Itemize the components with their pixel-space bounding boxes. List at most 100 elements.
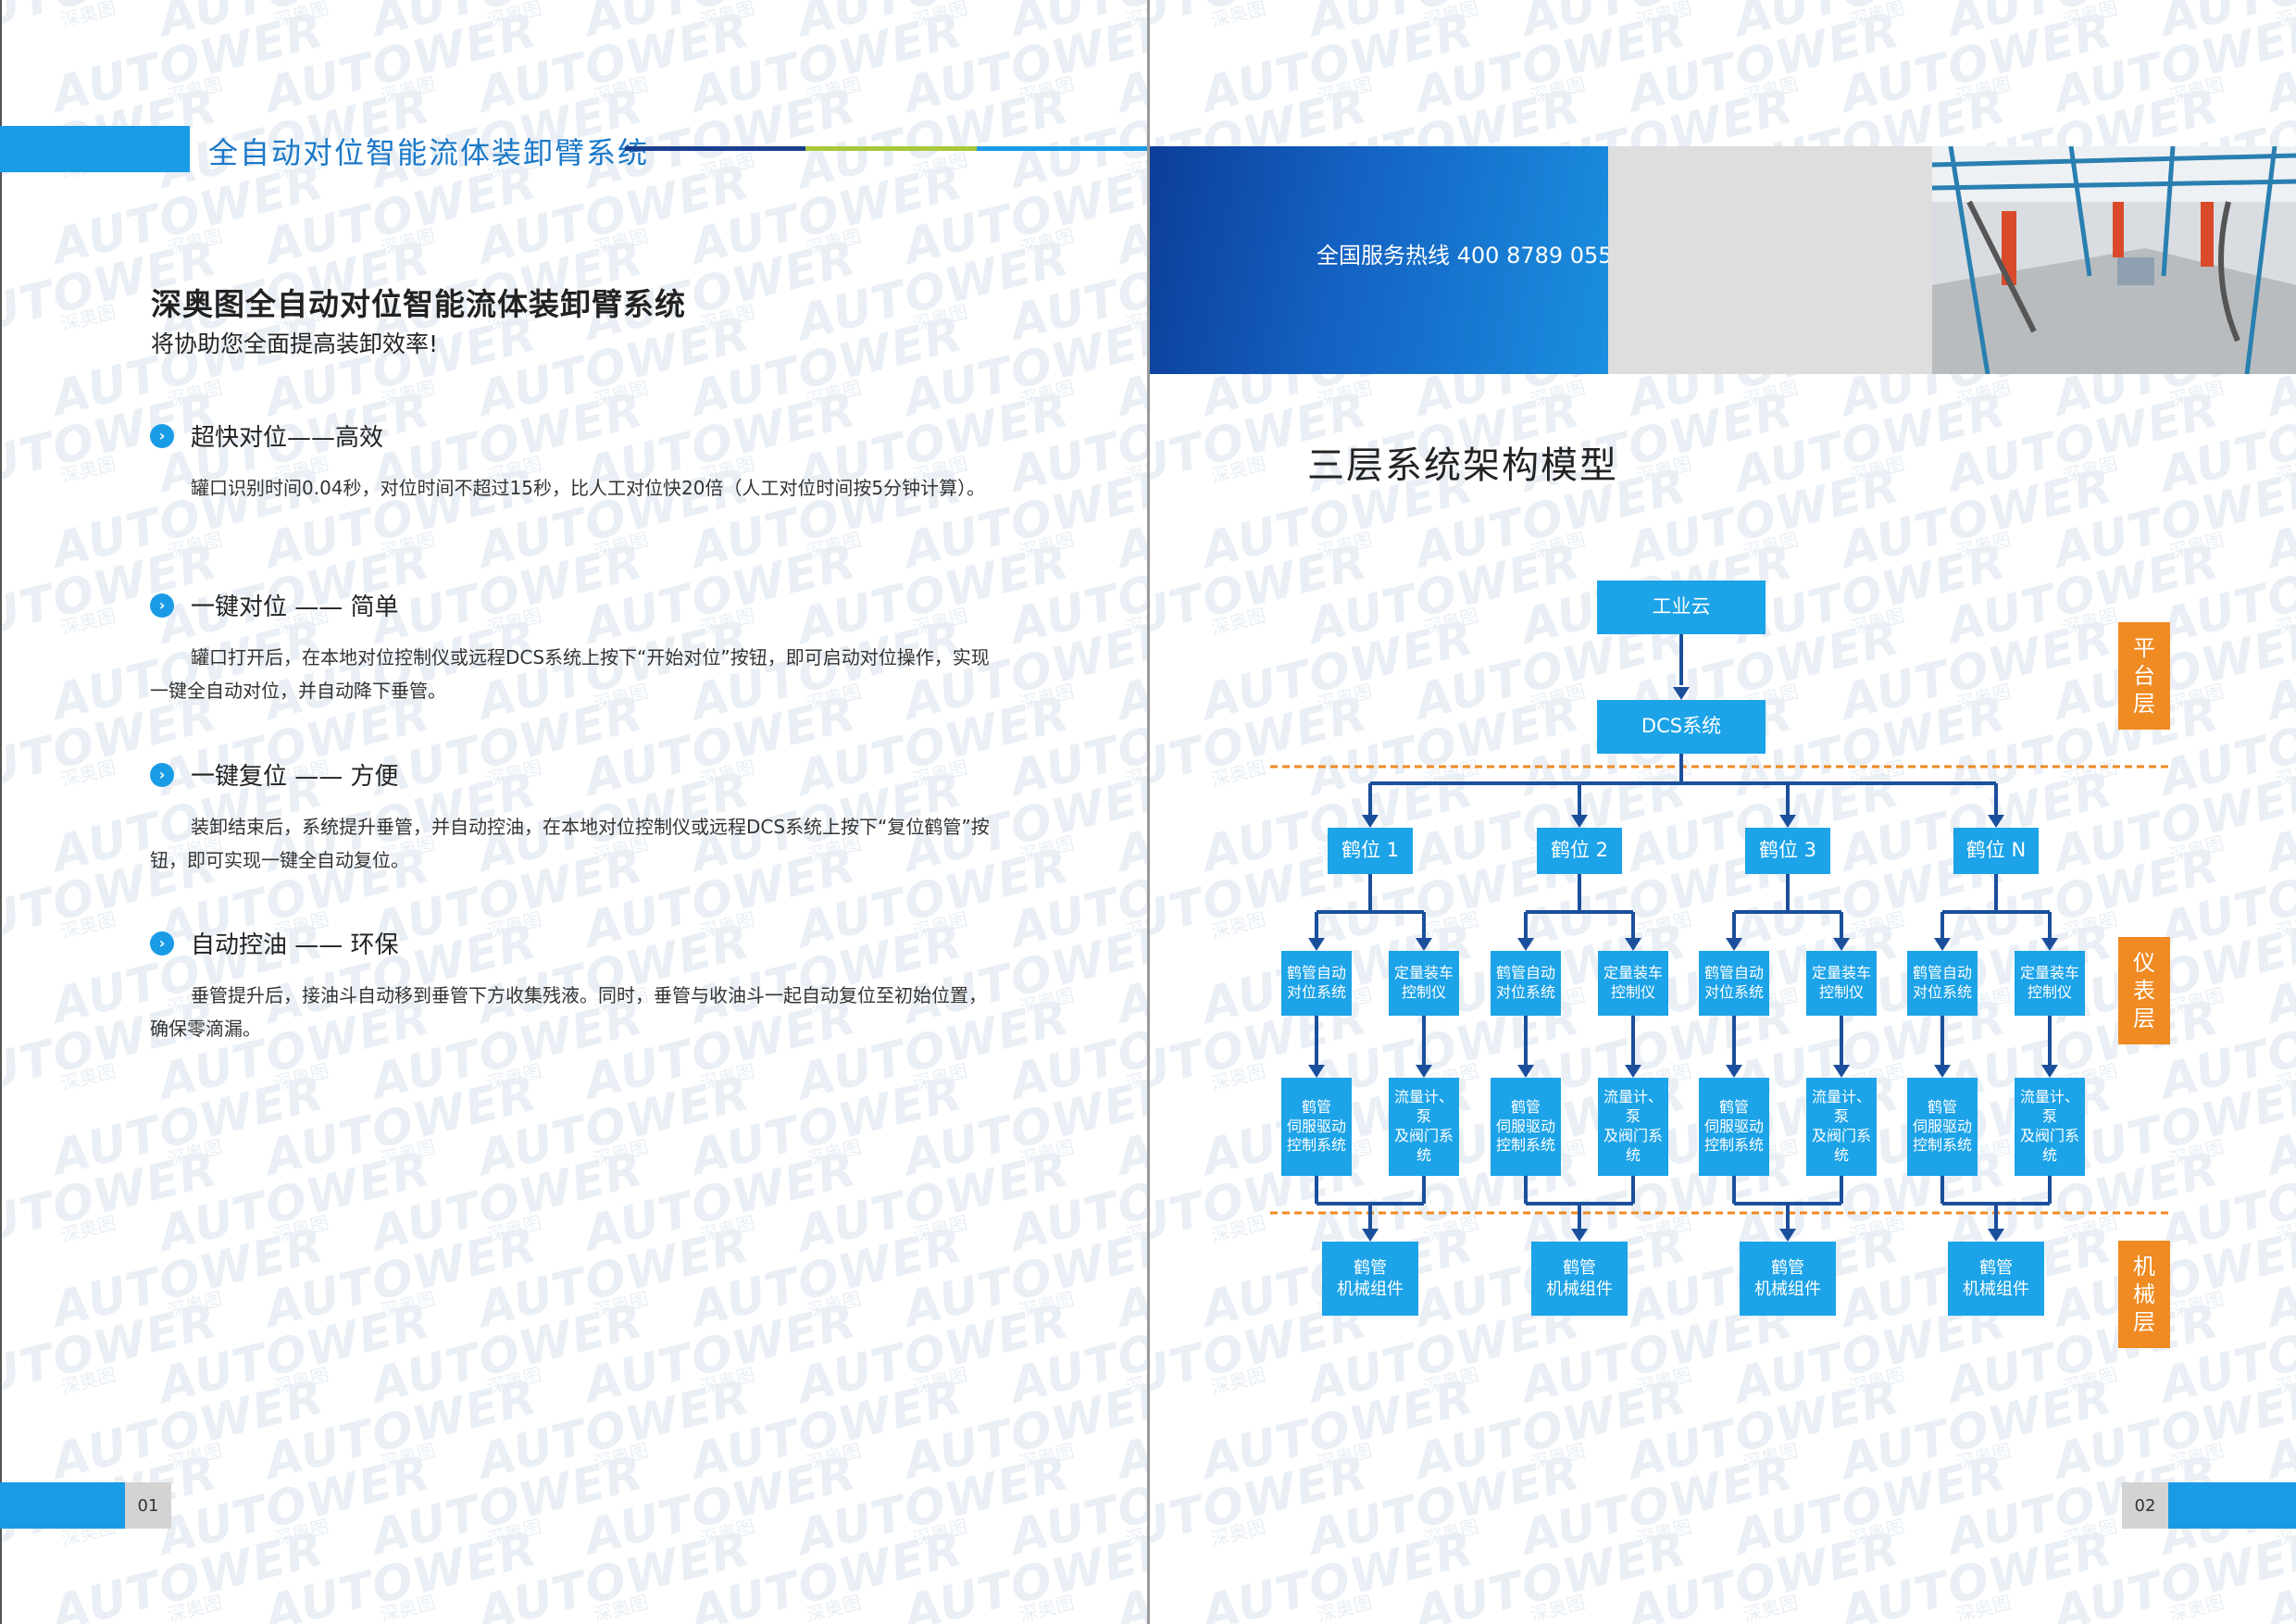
arrow-head: [2041, 938, 2058, 951]
servo-drive-control-node: 鹤管 伺服驱动 控制系统: [1491, 1078, 1561, 1176]
arrow-head: [1362, 1229, 1379, 1242]
page-fold: [1147, 0, 1150, 1624]
diagram-connectors: [1270, 634, 2170, 1242]
crane-position-node: 鹤位 3: [1745, 828, 1830, 874]
auto-alignment-system-node: 鹤管自动 对位系统: [1907, 951, 1978, 1016]
feature-block: ›一键复位 —— 方便 装卸结束后，系统提升垂管，并自动控油，在本地对位控制仪或…: [150, 757, 1002, 877]
arrow-right-circle-icon: ›: [150, 423, 174, 448]
header-rule-blue: [977, 146, 1148, 151]
servo-drive-control-node: 鹤管 伺服驱动 控制系统: [1907, 1078, 1978, 1176]
arrow-head: [1779, 1229, 1796, 1242]
mechanical-assembly-node: 鹤管 机械组件: [1948, 1242, 2044, 1316]
feature-text: 罐口打开后，在本地对位控制仪或远程DCS系统上按下“开始对位”按钮，即可启动对位…: [150, 646, 990, 702]
mechanical-layer-label: 机 械 层: [2118, 1241, 2170, 1348]
auto-alignment-system-node: 鹤管自动 对位系统: [1699, 951, 1769, 1016]
diagram-title: 三层系统架构模型: [1307, 444, 1618, 487]
arrow-head: [1571, 815, 1588, 828]
flowmeter-pump-valve-node: 流量计、泵 及阀门系统: [1806, 1078, 1877, 1176]
crane-position-node: 鹤位 1: [1328, 828, 1413, 874]
header-rule-dark: [625, 146, 805, 151]
dcs-system-node: DCS系统: [1597, 700, 1766, 754]
mechanical-assembly-node: 鹤管 机械组件: [1740, 1242, 1836, 1316]
quantitative-loading-controller-node: 定量装车 控制仪: [1598, 951, 1668, 1016]
footer-accent-bar: [2168, 1482, 2296, 1529]
flowmeter-pump-valve-node: 流量计、泵 及阀门系统: [1389, 1078, 1459, 1176]
arrow-head: [1988, 1229, 2004, 1242]
flowmeter-pump-valve-node: 流量计、泵 及阀门系统: [2015, 1078, 2085, 1176]
arrow-head: [1779, 815, 1796, 828]
arrow-head: [1416, 1065, 1432, 1078]
feature-text: 垂管提升后，接油斗自动移到垂管下方收集残液。同时，垂管与收油斗一起自动复位至初始…: [150, 984, 987, 1040]
arrow-head: [1517, 938, 1534, 951]
quantitative-loading-controller-node: 定量装车 控制仪: [1389, 951, 1459, 1016]
header-rule-green: [805, 146, 977, 151]
arrow-head: [1517, 1065, 1534, 1078]
arrow-head: [1726, 938, 1742, 951]
gray-panel: [1608, 146, 1932, 374]
hotline-text: 全国服务热线 400 8789 055: [1316, 243, 1613, 269]
hotline-banner: [1150, 146, 1608, 374]
arrow-head: [1934, 1065, 1951, 1078]
arrow-right-circle-icon: ›: [150, 762, 174, 787]
arrow-head: [1934, 938, 1951, 951]
arrow-right-circle-icon: ›: [150, 593, 174, 618]
feature-block: ›超快对位——高效 罐口识别时间0.04秒，对位时间不超过15秒，比人工对位快2…: [150, 418, 1002, 505]
left-page: AUTOWER深奥图AUTOWER深奥图AUTOWER深奥图AUTOWER深奥图…: [0, 0, 1148, 1624]
feature-title: 超快对位——高效: [191, 424, 384, 452]
servo-drive-control-node: 鹤管 伺服驱动 控制系统: [1699, 1078, 1769, 1176]
right-page: AUTOWER深奥图AUTOWER深奥图AUTOWER深奥图AUTOWER深奥图…: [1150, 0, 2296, 1624]
instrument-layer-label: 仪 表 层: [2118, 937, 2170, 1044]
arrow-right-circle-icon: ›: [150, 931, 174, 956]
auto-alignment-system-node: 鹤管自动 对位系统: [1491, 951, 1561, 1016]
arrow-head: [2041, 1065, 2058, 1078]
subheadline: 将协助您全面提高装卸效率!: [151, 331, 439, 357]
platform-layer-label: 平 台 层: [2118, 622, 2170, 730]
